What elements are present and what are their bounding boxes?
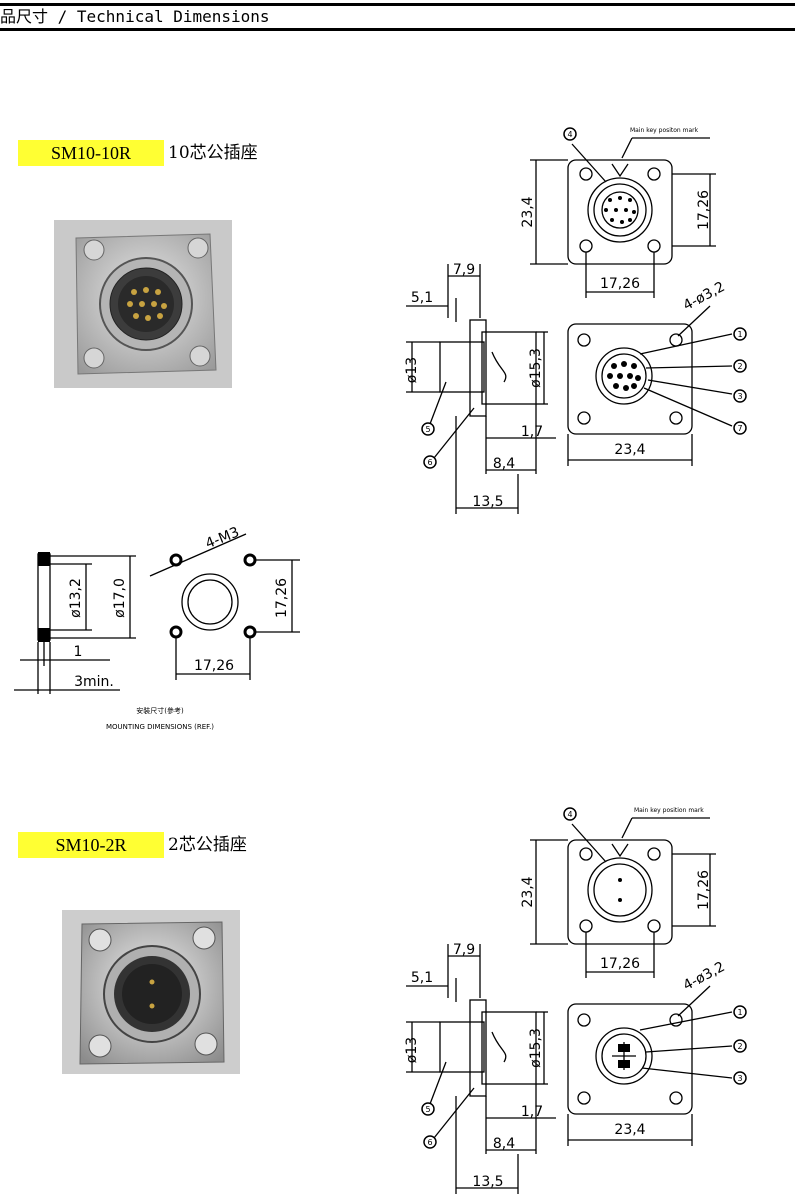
- dim-holes-1: 4-ø3,2: [681, 279, 728, 314]
- callout-5-1: 5: [425, 425, 430, 434]
- dim-d15-3-2: ø15,3: [528, 1028, 544, 1068]
- mounting-drawing: 4-M3 ø13,2 ø17,0 17,26 17,26 1 3min.: [14, 524, 300, 694]
- dim-1-7-1: 1,7: [521, 424, 543, 440]
- model-label-2: SM10-2R: [18, 832, 164, 858]
- callout-1-2: 1: [737, 1008, 742, 1017]
- callout-4-1: [563, 127, 577, 141]
- key-mark-label-2: Main key position mark: [634, 807, 704, 814]
- dim-pitch-h-2: 17,26: [600, 956, 640, 972]
- product-photo-2: [62, 910, 240, 1074]
- svg-text:4: 4: [567, 130, 572, 139]
- mount-pitch-h: 17,26: [194, 658, 234, 674]
- callout-3-1: 3: [737, 392, 742, 401]
- callout-5-2: 5: [425, 1105, 430, 1114]
- dim-d15-3-1: ø15,3: [528, 348, 544, 388]
- header-rule-top: [0, 3, 795, 6]
- mount-caption-en: MOUNTING DIMENSIONS (REF.): [105, 723, 215, 731]
- model-desc-2: 2芯公插座: [168, 835, 247, 855]
- page-title: 品尺寸 / Technical Dimensions: [0, 7, 270, 26]
- dim-width-1: 23,4: [614, 442, 645, 458]
- front-view-2: 4 Main key position mark 23,4 17,26 17,2…: [520, 807, 716, 978]
- callout-4-2: 4: [567, 810, 572, 819]
- dim-1-7-2: 1,7: [521, 1104, 543, 1120]
- dim-7-9-1: 7,9: [453, 262, 475, 278]
- mount-holes-label: 4-M3: [203, 524, 241, 552]
- dim-d13-1: ø13: [404, 357, 420, 383]
- dim-13-5-1: 13,5: [472, 494, 503, 510]
- callout-7-1: 7: [737, 424, 742, 433]
- page-header: 品尺寸 / Technical Dimensions: [0, 0, 795, 32]
- dim-width-2: 23,4: [614, 1122, 645, 1138]
- callout-2-2: 2: [737, 1042, 742, 1051]
- dim-13-5-2: 13,5: [472, 1174, 503, 1190]
- dim-pitch-h-1: 17,26: [600, 276, 640, 292]
- dim-pitch-v-2: 17,26: [696, 870, 712, 910]
- side-view-1: 7,9 5,1 ø13 ø15,3 1,7 8,4 13,5 5 6: [404, 262, 556, 514]
- product-photo-1: [54, 220, 232, 388]
- callout-2-1: 2: [737, 362, 742, 371]
- model-label-1: SM10-10R: [18, 140, 164, 166]
- callout-6-2: 6: [427, 1138, 432, 1147]
- dim-5-1-1: 5,1: [411, 290, 433, 306]
- dim-holes-2: 4-ø3,2: [681, 959, 728, 994]
- mount-min: 3min.: [74, 674, 114, 690]
- callout-1-1: 1: [737, 330, 742, 339]
- callout-3-2: 3: [737, 1074, 742, 1083]
- rear-view-2: 4-ø3,2 23,4 1 2 3: [567, 959, 747, 1146]
- dim-5-1-2: 5,1: [411, 970, 433, 986]
- side-view-2: 7,9 5,1 ø13 ø15,3 1,7 8,4 13,5 5 6: [404, 942, 556, 1194]
- mount-d13-2: ø13,2: [68, 578, 84, 618]
- dim-height-2: 23,4: [520, 876, 536, 907]
- mount-pitch-v: 17,26: [274, 578, 290, 618]
- model-desc-1: 10芯公插座: [168, 143, 258, 163]
- dim-pitch-v-1: 17,26: [696, 190, 712, 230]
- dim-height-1: 23,4: [520, 196, 536, 227]
- dim-8-4-1: 8,4: [493, 456, 515, 472]
- dim-d13-2: ø13: [404, 1037, 420, 1063]
- front-view-1: 4 Main key positon mark 23,4 17,26 17,26: [520, 127, 716, 298]
- mount-thickness: 1: [74, 644, 83, 660]
- mount-d17-0: ø17,0: [112, 578, 128, 618]
- callout-6-1: 6: [427, 458, 432, 467]
- mount-caption-cn: 安裝尺寸(參考): [136, 707, 184, 715]
- dim-8-4-2: 8,4: [493, 1136, 515, 1152]
- header-rule-bottom: [0, 28, 795, 31]
- dim-7-9-2: 7,9: [453, 942, 475, 958]
- key-mark-label-1: Main key positon mark: [630, 127, 699, 134]
- rear-view-1: 4-ø3,2 23,4 1 2 3 7: [567, 279, 747, 466]
